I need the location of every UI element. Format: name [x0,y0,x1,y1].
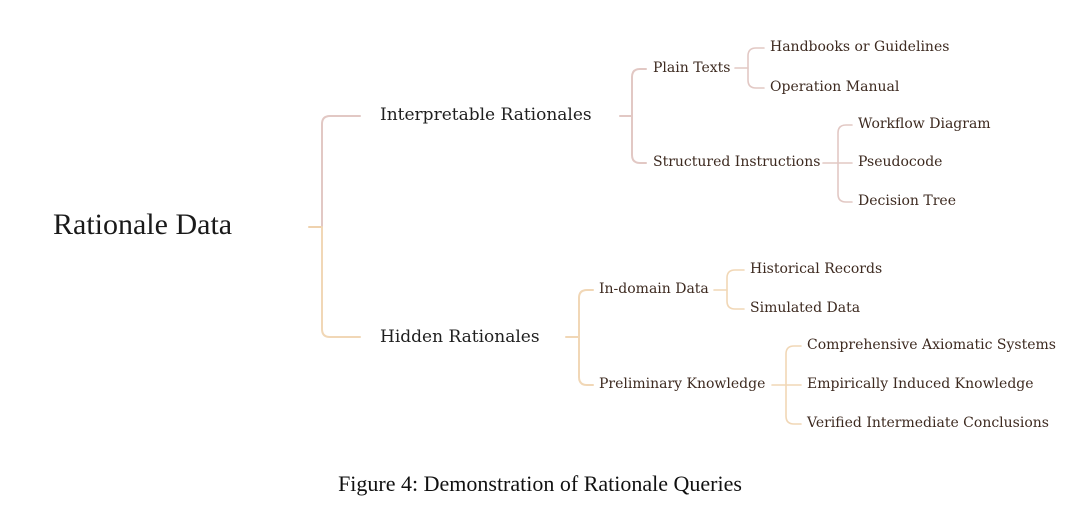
node-plain-texts: Plain Texts [653,60,731,76]
root-spine-lower [321,226,361,338]
leaf-comprehensive-axiomatic-systems: Comprehensive Axiomatic Systems [807,337,1056,353]
bracket-in-domain-spine [726,269,745,310]
root-node-rationale-data: Rationale Data [53,208,233,241]
node-in-domain-data: In-domain Data [599,281,709,297]
node-preliminary-knowledge: Preliminary Knowledge [599,376,766,392]
leaf-workflow-diagram: Workflow Diagram [858,116,991,132]
bracket-interpretable-spine [631,68,647,164]
node-structured-instructions: Structured Instructions [653,154,821,170]
leaf-pseudocode: Pseudocode [858,154,943,170]
bracket-plain-texts-spine [747,47,765,89]
leaf-verified-intermediate-conclusions: Verified Intermediate Conclusions [807,415,1049,431]
node-hidden-rationales: Hidden Rationales [380,327,540,347]
bracket-hidden-spine [578,289,594,386]
node-interpretable-rationales: Interpretable Rationales [380,105,592,125]
figure-caption: Figure 4: Demonstration of Rationale Que… [338,471,742,496]
leaf-empirically-induced-knowledge: Empirically Induced Knowledge [807,376,1034,392]
root-spine-upper [321,115,361,228]
leaf-simulated-data: Simulated Data [750,300,861,316]
leaf-operation-manual: Operation Manual [770,79,900,95]
leaf-decision-tree: Decision Tree [858,193,956,209]
leaf-handbooks-or-guidelines: Handbooks or Guidelines [770,39,950,55]
leaf-historical-records: Historical Records [750,261,883,277]
